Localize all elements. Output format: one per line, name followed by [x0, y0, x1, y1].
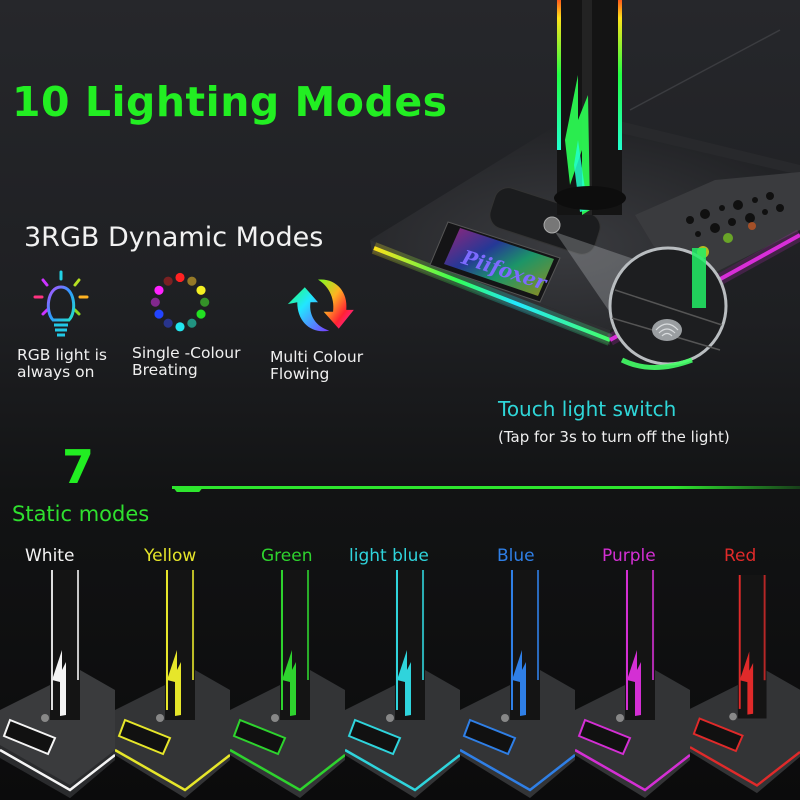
touch-switch-subtitle: (Tap for 3s to turn off the light): [498, 428, 730, 446]
flowing-line1: Multi Colour: [270, 348, 364, 366]
color-label-purple: Purple: [602, 546, 656, 566]
stand-variant-red: [690, 575, 800, 794]
dynamic-modes-heading: 3RGB Dynamic Modes: [24, 222, 324, 253]
stand-illustration: [0, 570, 115, 798]
fingerprint-touch-icon: [652, 319, 682, 341]
color-label-light-blue: light blue: [349, 546, 429, 566]
stand-variant-blue: [460, 570, 575, 798]
rainbow-refresh-arrows-icon: [287, 279, 354, 332]
breathing-line2: Breating: [132, 361, 198, 379]
dynamic-mode-always-on: RGB light is always on: [17, 270, 127, 390]
section-divider: [172, 486, 800, 489]
headphone-stand-hero-image: Piifoxer: [370, 0, 800, 370]
section-divider-tab: [172, 486, 204, 492]
color-dots-ring-icon: [150, 272, 210, 332]
dynamic-mode-breathing: Single -Colour Breating: [132, 270, 262, 390]
flowing-line2: Flowing: [270, 365, 330, 383]
always-on-line2: always on: [17, 363, 95, 381]
dynamic-mode-flowing: Multi Colour Flowing: [270, 270, 390, 390]
static-modes-count: 7: [62, 440, 95, 494]
breathing-line1: Single -Colour: [132, 344, 241, 362]
static-modes-label: Static modes: [12, 502, 150, 526]
color-label-white: White: [25, 546, 75, 566]
touch-switch-title: Touch light switch: [498, 397, 677, 421]
color-label-red: Red: [724, 546, 757, 566]
always-on-line1: RGB light is: [17, 346, 108, 364]
page-title: 10 Lighting Modes: [12, 78, 448, 126]
stand-variant-white: [0, 570, 115, 798]
stand-variant-light-blue: [345, 570, 460, 798]
stand-variant-purple: [575, 570, 690, 798]
color-label-green: Green: [261, 546, 313, 566]
stand-variant-yellow: [115, 570, 230, 798]
stand-variant-green: [230, 570, 345, 798]
rgb-lightbulb-icon: [33, 270, 89, 337]
color-label-blue: Blue: [497, 546, 535, 566]
color-label-yellow: Yellow: [144, 546, 197, 566]
